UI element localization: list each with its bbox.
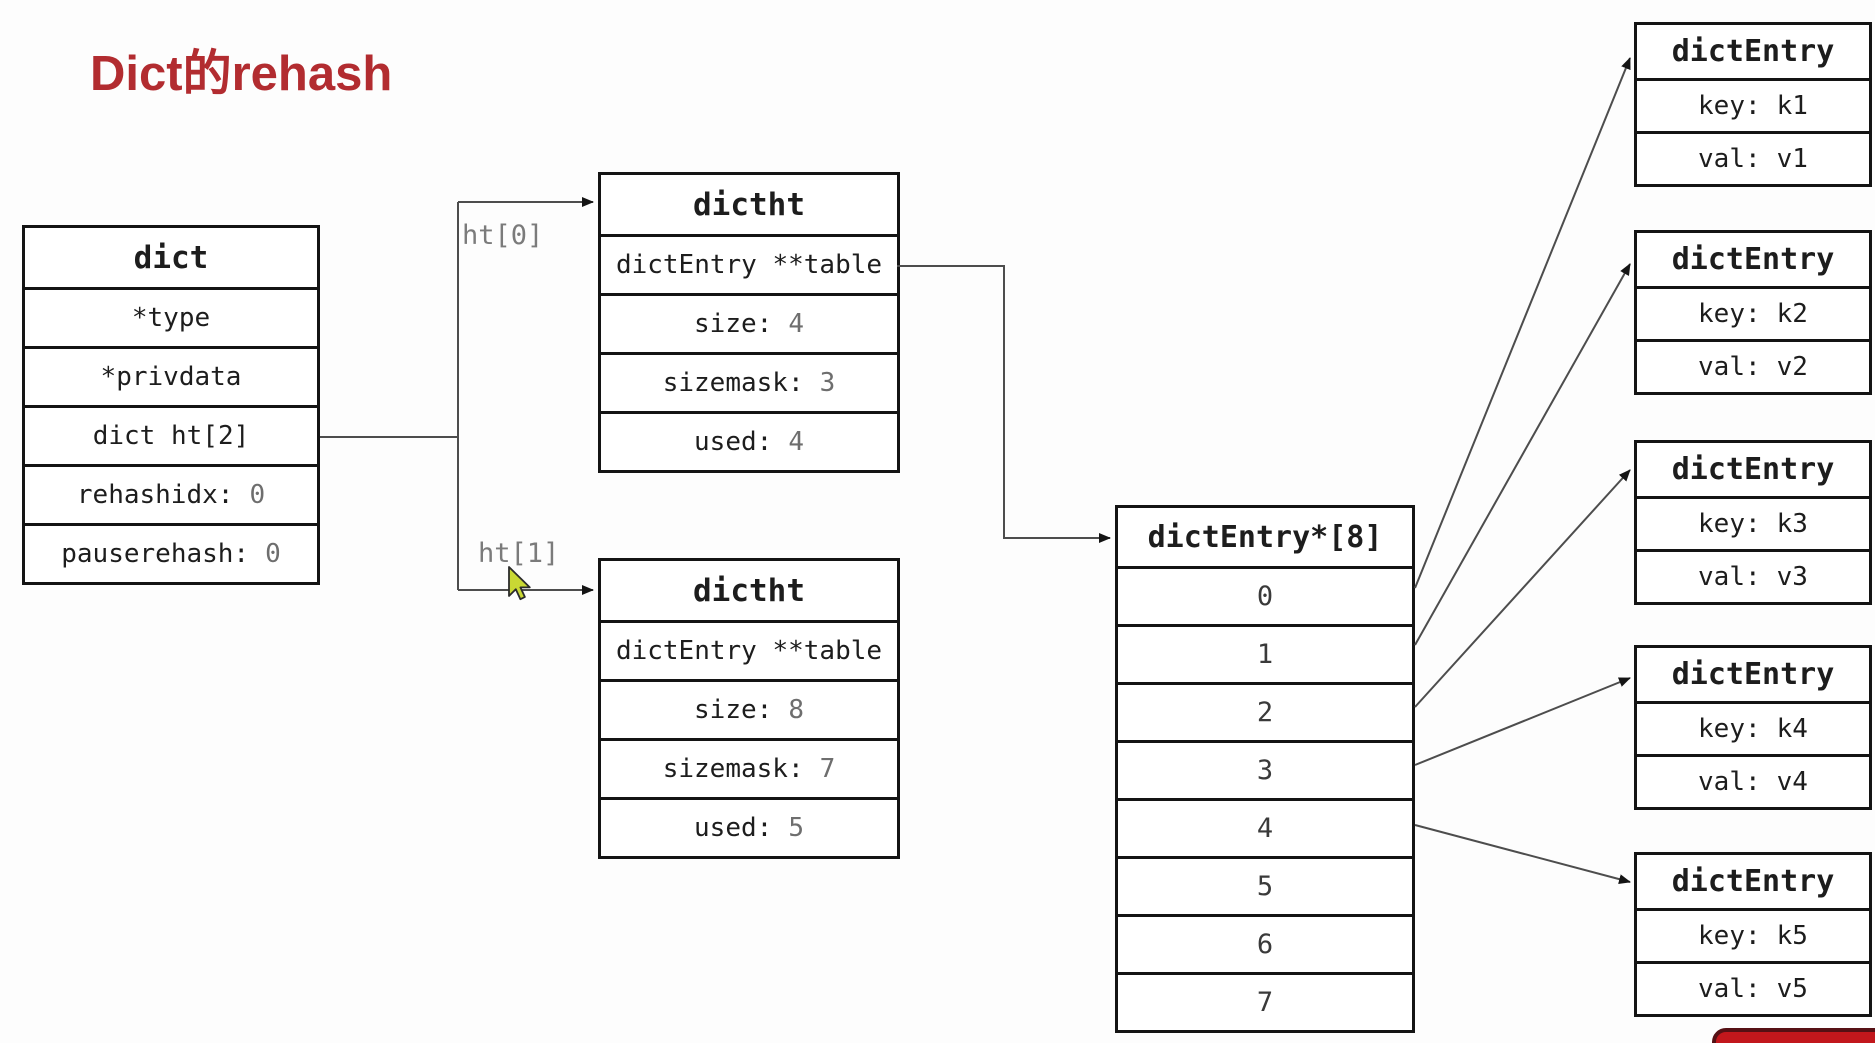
dictht1-header: dictht <box>693 572 805 609</box>
dict-struct-box: dict *type *privdata dict ht[2] rehashid… <box>22 225 320 585</box>
bucket-slot-0: 0 <box>1118 566 1412 624</box>
dictentry-k5-key-row: key: k5 <box>1637 908 1869 961</box>
dictentry-k4-val-row: val: v4 <box>1637 754 1869 807</box>
wire-slot1-to-k2 <box>1414 263 1631 646</box>
dictentry-k2-box: dictEntry key: k2 val: v2 <box>1634 230 1872 395</box>
dictentry-k3-key-row: key: k3 <box>1637 496 1869 549</box>
bucket-array-header: dictEntry*[8] <box>1147 519 1383 555</box>
dictht1-field-size: size: 8 <box>601 679 897 738</box>
wire-slot0-to-k1 <box>1414 57 1631 589</box>
dictentry-k3-header: dictEntry <box>1671 452 1835 487</box>
bucket-slot-1: 1 <box>1118 624 1412 682</box>
dictht0-field-table: dictEntry **table <box>601 234 897 293</box>
dictht0-struct-box: dictht dictEntry **table size: 4 sizemas… <box>598 172 900 473</box>
bucket-slot-2: 2 <box>1118 682 1412 740</box>
dict-field-ht: dict ht[2] <box>25 405 317 464</box>
ht0-pointer-label: ht[0] <box>462 220 544 251</box>
dictht0-field-sizemask: sizemask: 3 <box>601 352 897 411</box>
bucket-slot-4: 4 <box>1118 798 1412 856</box>
dictentry-k3-box: dictEntry key: k3 val: v3 <box>1634 440 1872 605</box>
dict-header: dict <box>133 239 209 276</box>
dictentry-k5-val-row: val: v5 <box>1637 961 1869 1014</box>
dictht1-field-table: dictEntry **table <box>601 620 897 679</box>
dictentry-k1-key-row: key: k1 <box>1637 78 1869 131</box>
dictentry-k1-box: dictEntry key: k1 val: v1 <box>1634 22 1872 187</box>
dictentry-k4-key-row: key: k4 <box>1637 701 1869 754</box>
bucket-array-box: dictEntry*[8] 0 1 2 3 4 5 6 7 <box>1115 505 1415 1033</box>
dictentry-k1-val-row: val: v1 <box>1637 131 1869 184</box>
dictentry-k3-val-row: val: v3 <box>1637 549 1869 602</box>
dictht0-field-size: size: 4 <box>601 293 897 352</box>
dict-field-type: *type <box>25 287 317 346</box>
dict-field-pauserehash: pauserehash: 0 <box>25 523 317 582</box>
dictht1-field-used: used: 5 <box>601 797 897 856</box>
dictht1-struct-box: dictht dictEntry **table size: 8 sizemas… <box>598 558 900 859</box>
dictht1-field-sizemask: sizemask: 7 <box>601 738 897 797</box>
page-title: Dict的rehash <box>90 47 393 101</box>
bucket-slot-3: 3 <box>1118 740 1412 798</box>
dictentry-k2-val-row: val: v2 <box>1637 339 1869 392</box>
wire-slot3-to-k4 <box>1414 677 1631 766</box>
dict-field-privdata: *privdata <box>25 346 317 405</box>
wire-slot4-to-k5 <box>1414 824 1631 885</box>
dictentry-k2-header: dictEntry <box>1671 242 1835 277</box>
dictht0-header: dictht <box>693 186 805 223</box>
wire-table-to-bucket-array <box>897 265 1111 543</box>
dictentry-k5-header: dictEntry <box>1671 864 1835 899</box>
dictentry-k1-header: dictEntry <box>1671 34 1835 69</box>
corner-red-badge <box>1712 1028 1875 1043</box>
ht1-pointer-label: ht[1] <box>478 538 560 569</box>
dict-field-rehashidx: rehashidx: 0 <box>25 464 317 523</box>
dictentry-k5-box: dictEntry key: k5 val: v5 <box>1634 852 1872 1017</box>
bucket-slot-7: 7 <box>1118 972 1412 1030</box>
bucket-slot-6: 6 <box>1118 914 1412 972</box>
dictentry-k2-key-row: key: k2 <box>1637 286 1869 339</box>
dictentry-k4-box: dictEntry key: k4 val: v4 <box>1634 645 1872 810</box>
bucket-slot-5: 5 <box>1118 856 1412 914</box>
dictht0-field-used: used: 4 <box>601 411 897 470</box>
wire-slot2-to-k3 <box>1414 469 1631 708</box>
dictentry-k4-header: dictEntry <box>1671 657 1835 692</box>
